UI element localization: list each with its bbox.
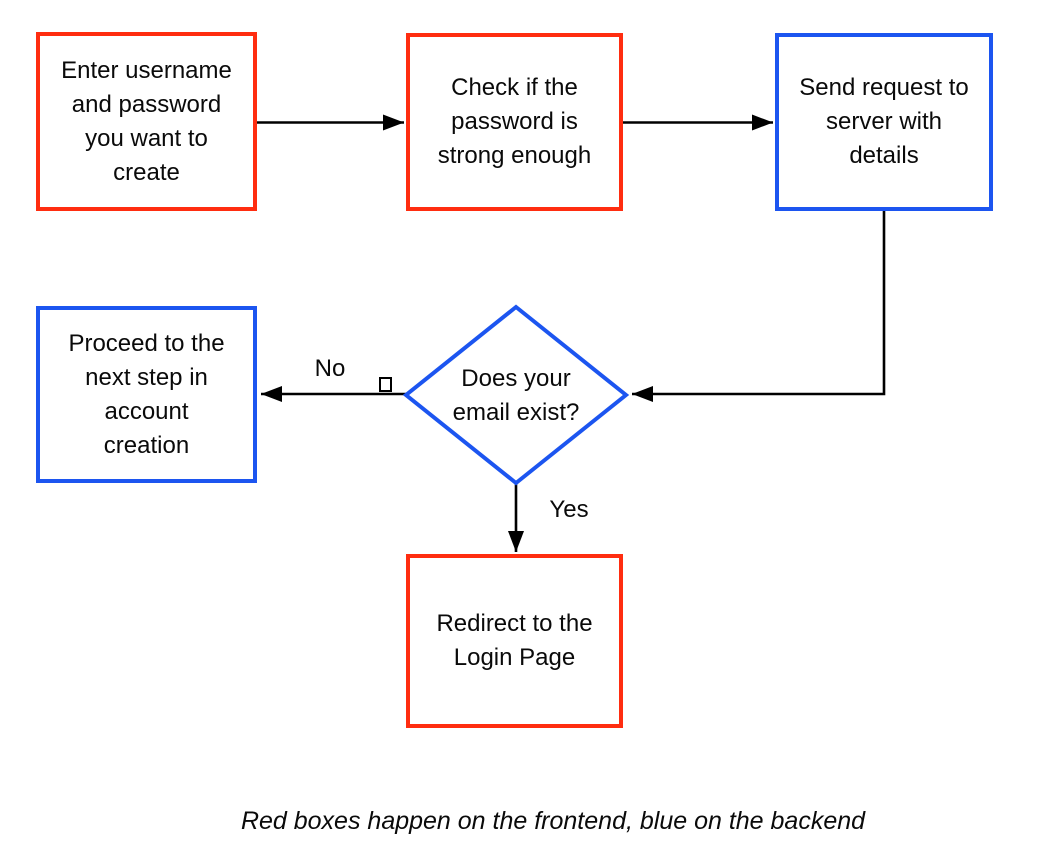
node-label: Check if the password is strong enough (437, 74, 592, 169)
arrow-send-to-decision (632, 211, 886, 402)
node-email-exists-decision: Does your email exist? (406, 308, 626, 484)
node-send-request-to-server: Send request to server with details (775, 33, 993, 211)
node-label: Redirect to the Login Page (436, 610, 593, 671)
node-redirect-login-page: Redirect to the Login Page (406, 554, 623, 728)
edge-label-yes: Yes (549, 496, 589, 523)
node-label: Proceed to the next step in account crea… (68, 329, 225, 459)
node-label: Does your email exist? (452, 365, 580, 426)
edge-label-no: No (314, 355, 346, 382)
node-label: Send request to server with details (799, 74, 969, 169)
node-check-password-strength: Check if the password is strong enough (406, 33, 623, 211)
caption-text: Red boxes happen on the frontend, blue o… (240, 807, 866, 835)
node-proceed-account-creation: Proceed to the next step in account crea… (36, 306, 257, 483)
node-label: Enter username and password you want to … (61, 56, 232, 186)
node-enter-credentials: Enter username and password you want to … (36, 32, 257, 211)
missing-glyph-box (379, 377, 392, 392)
decision-diamond-shape (402, 304, 630, 486)
